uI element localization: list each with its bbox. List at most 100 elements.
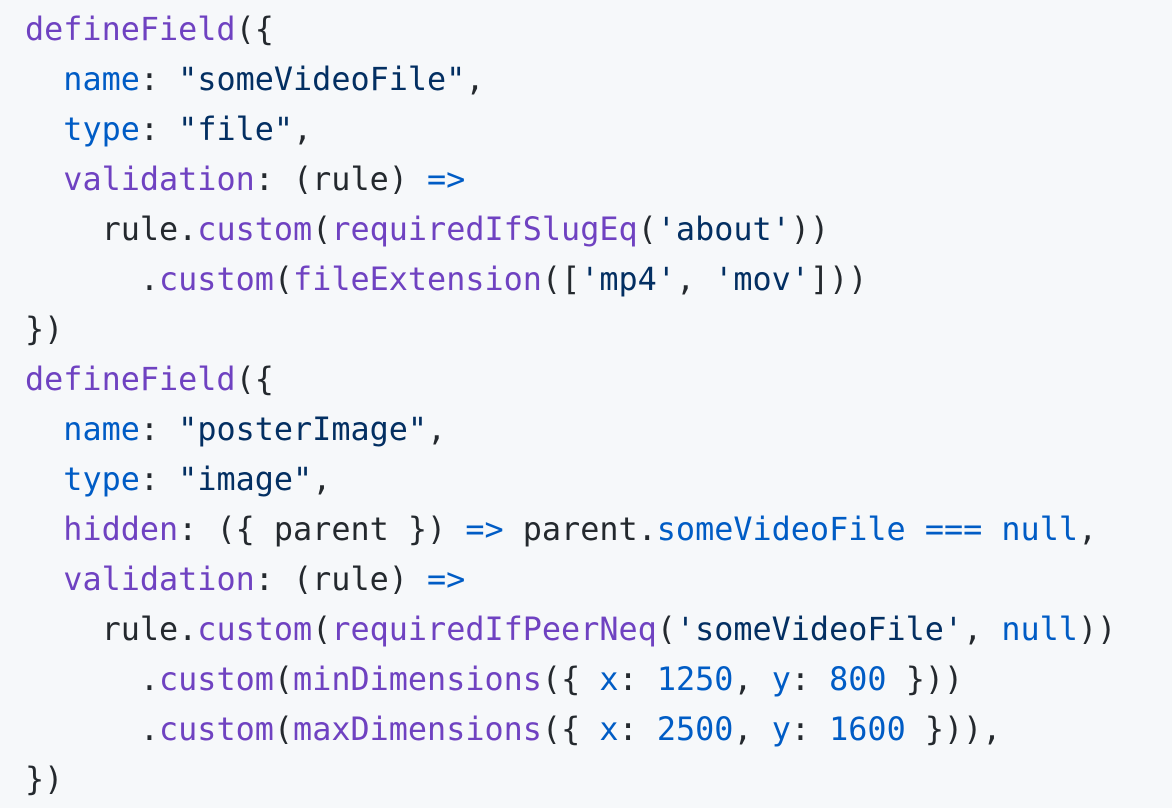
code-token-kw: => bbox=[427, 161, 466, 198]
code-token-fn: custom bbox=[159, 711, 274, 748]
code-token-plain: , bbox=[293, 111, 313, 148]
code-line: defineField({ bbox=[25, 355, 1172, 405]
code-line: validation: (rule) => bbox=[25, 155, 1172, 205]
code-token-plain: ( bbox=[312, 211, 332, 248]
code-line: defineField({ bbox=[25, 5, 1172, 55]
code-token-fn: custom bbox=[159, 661, 274, 698]
code-line: }) bbox=[25, 305, 1172, 355]
code-token-fn: custom bbox=[197, 211, 313, 248]
code-token-str: "image" bbox=[178, 461, 313, 498]
code-token-plain: ({ bbox=[541, 661, 600, 698]
code-token-kw: y bbox=[771, 711, 791, 748]
code-line: type: "file", bbox=[25, 105, 1172, 155]
code-token-plain: , bbox=[733, 711, 772, 748]
code-token-plain: : (rule) bbox=[254, 561, 428, 598]
code-token-plain: ( bbox=[312, 611, 332, 648]
code-token-kw: type bbox=[63, 111, 140, 148]
code-token-plain: }) bbox=[25, 761, 64, 798]
code-token-fn: minDimensions bbox=[293, 661, 542, 698]
code-token-plain: : bbox=[618, 711, 657, 748]
code-token-plain: })) bbox=[886, 661, 964, 698]
code-token-plain bbox=[25, 411, 63, 448]
code-line: .custom(fileExtension(['mp4', 'mov'])) bbox=[25, 255, 1172, 305]
code-token-kw: === bbox=[924, 511, 983, 548]
code-token-kw: null bbox=[1001, 511, 1078, 548]
code-token-plain: }) bbox=[25, 311, 64, 348]
code-token-plain: . bbox=[25, 711, 160, 748]
code-token-plain: : bbox=[139, 461, 179, 498]
code-token-str: 'someVideoFile' bbox=[675, 611, 964, 648]
code-token-kw: someVideoFile bbox=[656, 511, 906, 548]
code-line: rule.custom(requiredIfSlugEq('about')) bbox=[25, 205, 1172, 255]
code-token-fn: requiredIfSlugEq bbox=[331, 211, 638, 248]
code-token-kw: => bbox=[465, 511, 504, 548]
code-token-fn: hidden bbox=[63, 511, 179, 548]
code-token-kw: 2500 bbox=[656, 711, 734, 748]
code-token-kw: null bbox=[1001, 611, 1078, 648]
code-token-plain: : bbox=[139, 61, 179, 98]
code-token-plain: : bbox=[790, 711, 830, 748]
code-token-kw: x bbox=[599, 711, 619, 748]
code-token-plain: : bbox=[790, 661, 830, 698]
code-token-fn: custom bbox=[197, 611, 313, 648]
code-token-kw: y bbox=[771, 661, 791, 698]
code-token-plain: ])) bbox=[809, 261, 868, 298]
code-token-plain: , bbox=[465, 61, 485, 98]
code-token-plain: : ({ parent }) bbox=[178, 511, 466, 548]
code-token-plain: , bbox=[733, 661, 772, 698]
code-token-kw: 1250 bbox=[656, 661, 734, 698]
code-line: hidden: ({ parent }) => parent.someVideo… bbox=[25, 505, 1172, 555]
code-token-plain: ({ bbox=[541, 711, 600, 748]
code-token-fn: maxDimensions bbox=[293, 711, 542, 748]
code-token-plain bbox=[25, 561, 63, 598]
code-token-plain: , bbox=[312, 461, 332, 498]
code-line: .custom(maxDimensions({ x: 2500, y: 1600… bbox=[25, 705, 1172, 755]
code-line: name: "posterImage", bbox=[25, 405, 1172, 455]
code-token-plain: ( bbox=[273, 711, 294, 748]
code-token-plain bbox=[25, 461, 63, 498]
code-token-kw: name bbox=[63, 61, 140, 98]
code-token-plain bbox=[982, 511, 1001, 548]
code-token-fn: fileExtension bbox=[293, 261, 542, 298]
code-token-plain: )) bbox=[1077, 611, 1117, 648]
code-token-str: 'about' bbox=[656, 211, 791, 248]
code-token-kw: name bbox=[63, 411, 140, 448]
code-token-str: 'mp4' bbox=[580, 261, 676, 298]
code-token-plain: )) bbox=[790, 211, 830, 248]
code-token-kw: x bbox=[599, 661, 619, 698]
code-token-plain: : bbox=[139, 411, 179, 448]
code-token-str: "file" bbox=[178, 111, 294, 148]
code-token-plain: . bbox=[25, 661, 160, 698]
code-token-plain: parent. bbox=[503, 511, 657, 548]
code-token-plain bbox=[25, 111, 63, 148]
code-token-plain: })), bbox=[905, 711, 1002, 748]
code-token-plain: . bbox=[25, 261, 160, 298]
code-token-plain: ({ bbox=[235, 361, 274, 398]
code-token-plain: : bbox=[139, 111, 179, 148]
code-token-plain bbox=[906, 511, 925, 548]
code-line: validation: (rule) => bbox=[25, 555, 1172, 605]
code-line: rule.custom(requiredIfPeerNeq('someVideo… bbox=[25, 605, 1172, 655]
code-token-plain: ({ bbox=[235, 11, 274, 48]
code-token-plain: : (rule) bbox=[254, 161, 428, 198]
code-token-kw: => bbox=[427, 561, 466, 598]
code-token-str: "posterImage" bbox=[178, 411, 428, 448]
code-token-fn: requiredIfPeerNeq bbox=[331, 611, 657, 648]
code-token-plain: : bbox=[618, 661, 657, 698]
code-token-plain bbox=[25, 511, 63, 548]
code-token-plain bbox=[25, 161, 63, 198]
code-line: name: "someVideoFile", bbox=[25, 55, 1172, 105]
code-token-fn: defineField bbox=[25, 361, 236, 398]
code-token-plain: ([ bbox=[541, 261, 581, 298]
code-token-plain: , bbox=[1077, 511, 1098, 548]
code-token-plain: ( bbox=[273, 661, 294, 698]
code-token-fn: custom bbox=[159, 261, 274, 298]
code-token-fn: validation bbox=[63, 561, 255, 598]
code-token-plain: ( bbox=[656, 611, 676, 648]
code-token-plain bbox=[25, 61, 63, 98]
code-token-fn: defineField bbox=[25, 11, 236, 48]
code-token-plain: rule. bbox=[25, 611, 198, 648]
code-line: type: "image", bbox=[25, 455, 1172, 505]
code-token-plain: rule. bbox=[25, 211, 198, 248]
